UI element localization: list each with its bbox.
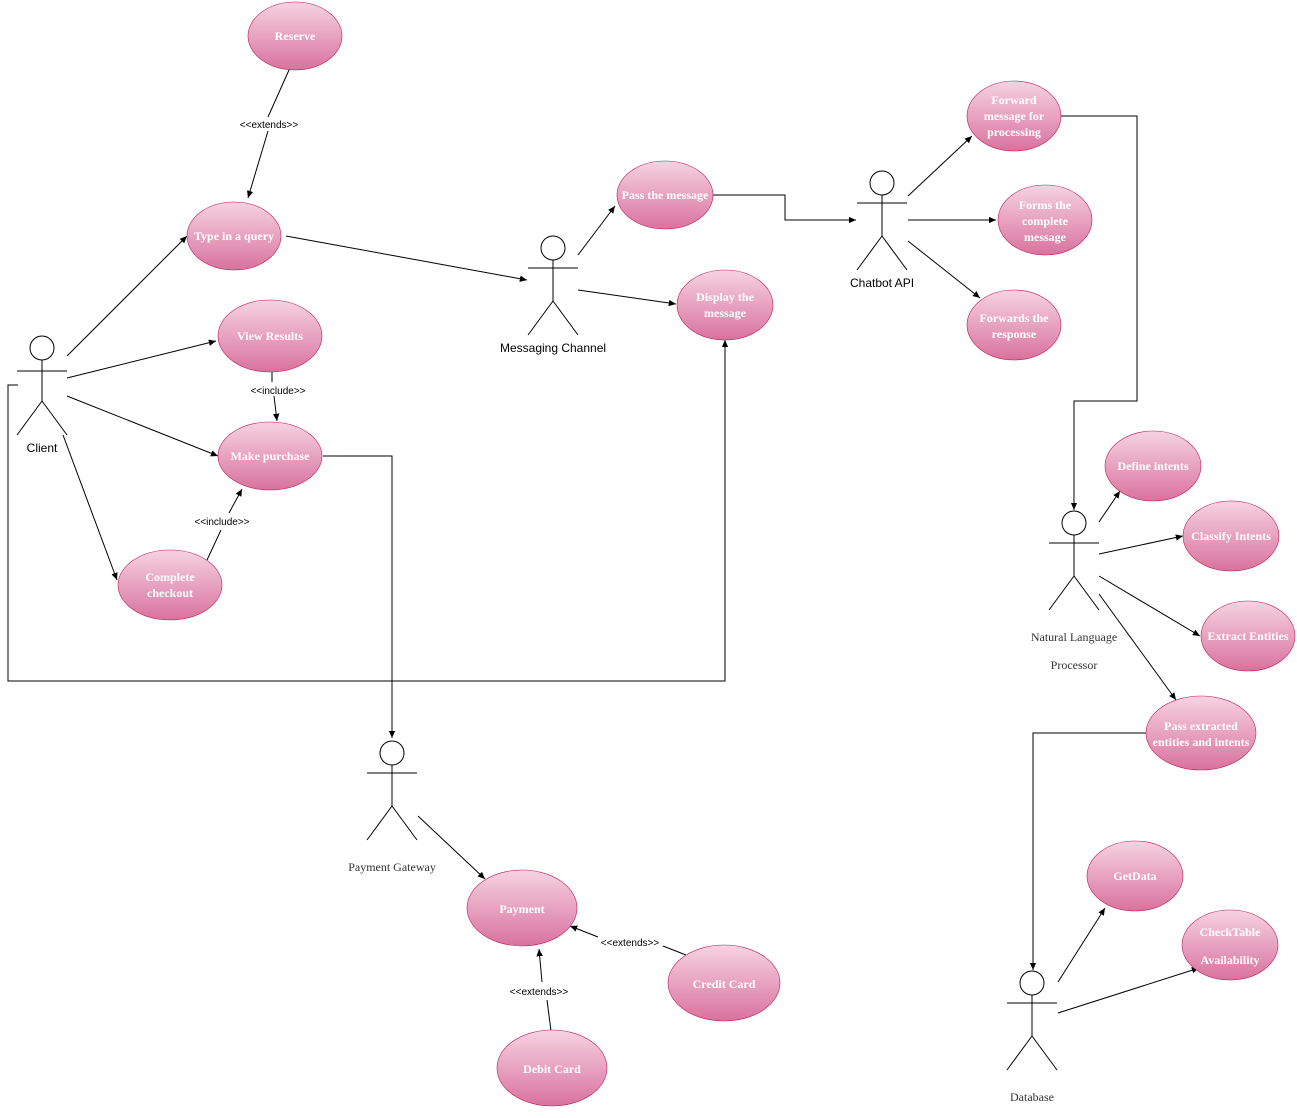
edge-credit-extends-left <box>569 925 599 938</box>
label-reserve-extends: <<extends>> <box>240 120 299 131</box>
use-case-classify-intents[interactable]: Classify Intents <box>1182 500 1280 572</box>
stereotype-labels: <<extends>> <<include>> <<include>> <<ex… <box>194 120 659 998</box>
svg-text:Type in a query: Type in a query <box>194 229 274 243</box>
edge-pass-database <box>1029 732 1147 970</box>
actor-database[interactable]: Database <box>1006 970 1058 1104</box>
edge-messaging-display <box>577 289 677 307</box>
edge-checkout-include-upper <box>228 488 243 514</box>
edge-client-complete-checkout <box>62 434 118 581</box>
svg-text:GetData: GetData <box>1113 869 1156 883</box>
edge-forward-nlp <box>1060 115 1138 510</box>
edge-checkout-include <box>206 529 222 561</box>
edge-nlp-pass-extracted <box>1098 593 1177 701</box>
svg-text:Credit Card: Credit Card <box>693 977 756 991</box>
edge-reserve-extends-top <box>267 69 290 118</box>
actor-client[interactable]: Client <box>16 335 68 455</box>
label-checkout-include: <<include>> <box>194 517 249 528</box>
edge-gateway-payment <box>417 815 486 880</box>
use-case-getdata[interactable]: GetData <box>1086 840 1184 912</box>
use-case-pass-message[interactable]: Pass the message <box>616 160 714 230</box>
svg-text:Define intents: Define intents <box>1118 459 1189 473</box>
use-case-view-results[interactable]: View Results <box>217 299 323 373</box>
edge-nlp-extract <box>1098 575 1201 637</box>
use-case-make-purchase[interactable]: Make purchase <box>217 421 323 491</box>
svg-text:Classify Intents: Classify Intents <box>1191 529 1271 543</box>
edge-purchase-gateway <box>323 455 396 738</box>
edge-messaging-pass <box>577 205 616 256</box>
edges <box>7 69 1201 1032</box>
edge-view-include-lower <box>272 395 280 422</box>
svg-text:Extract Entities: Extract Entities <box>1208 629 1289 643</box>
svg-text:Pass the message: Pass the message <box>622 188 709 202</box>
actor-database-label: Database <box>1010 1090 1054 1104</box>
edge-credit-extends <box>662 945 687 956</box>
edge-chatbot-forward <box>907 135 973 197</box>
actor-payment-gateway[interactable]: Payment Gateway <box>348 740 436 874</box>
edge-query-messaging <box>285 235 528 282</box>
use-cases: Reserve Type in a query View Results Mak… <box>117 1 1296 1107</box>
use-case-debit-card[interactable]: Debit Card <box>496 1029 608 1107</box>
use-case-payment[interactable]: Payment <box>466 869 578 947</box>
use-case-reserve[interactable]: Reserve <box>247 1 343 71</box>
svg-text:Payment: Payment <box>499 902 544 916</box>
actor-chatbot-api[interactable]: Chatbot API <box>850 170 914 290</box>
actor-messaging-channel[interactable]: Messaging Channel <box>500 235 606 355</box>
edge-db-getdata <box>1057 907 1106 983</box>
edge-debit-extends <box>546 999 552 1032</box>
label-debit-extends: <<extends>> <box>510 987 569 998</box>
actor-messaging-label: Messaging Channel <box>500 341 606 355</box>
actor-payment-gateway-label: Payment Gateway <box>348 860 436 874</box>
actor-chatbot-label: Chatbot API <box>850 276 914 290</box>
svg-text:View Results: View Results <box>237 329 303 343</box>
svg-text:Make purchase: Make purchase <box>231 449 310 463</box>
use-case-extract-entities[interactable]: Extract Entities <box>1200 600 1296 672</box>
label-view-include: <<include>> <box>250 386 305 397</box>
edge-nlp-classify <box>1098 534 1184 555</box>
actor-client-label: Client <box>27 441 58 455</box>
edge-debit-extends-upper <box>536 948 543 983</box>
edge-nlp-define <box>1098 490 1121 523</box>
edge-chatbot-forwards-response <box>907 240 981 299</box>
label-credit-extends: <<extends>> <box>601 938 660 949</box>
svg-text:Reserve: Reserve <box>275 29 316 43</box>
use-case-credit-card[interactable]: Credit Card <box>667 944 781 1022</box>
svg-text:Debit Card: Debit Card <box>523 1062 581 1076</box>
use-case-define-intents[interactable]: Define intents <box>1104 430 1202 502</box>
use-case-type-query[interactable]: Type in a query <box>186 201 282 271</box>
edge-db-checktable <box>1057 967 1200 1014</box>
edge-client-view-results <box>66 339 217 379</box>
edge-client-type-query <box>66 235 188 357</box>
edge-reserve-extends <box>246 130 269 199</box>
edge-pass-chatbot <box>711 194 856 224</box>
actors: Client Messaging Channel Chatbot API Nat… <box>16 170 1117 1104</box>
edge-client-display-message <box>7 340 729 682</box>
edge-client-make-purchase <box>66 395 219 457</box>
